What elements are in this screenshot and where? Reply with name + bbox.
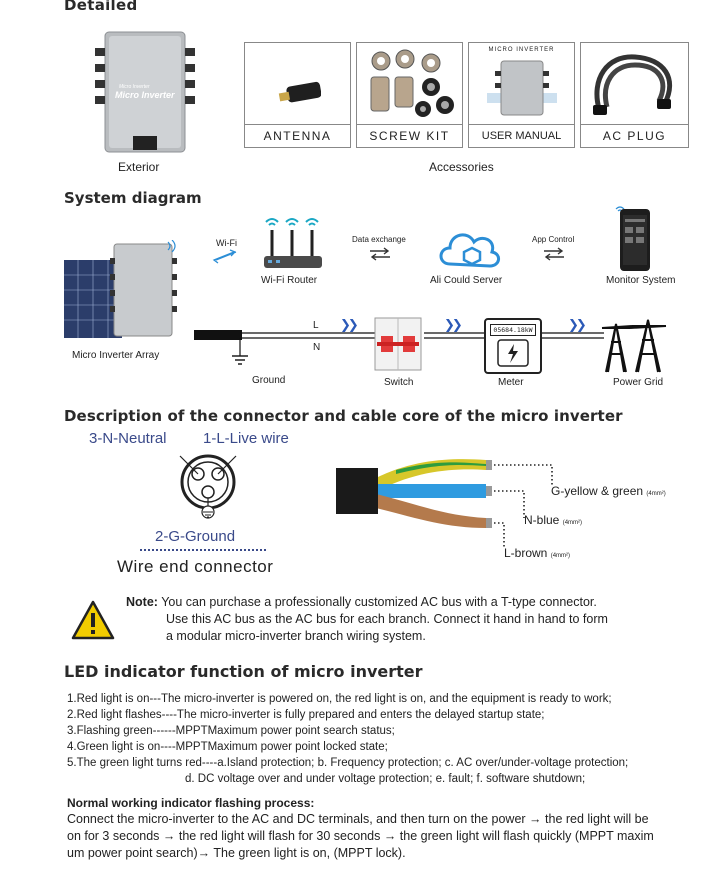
cloud-server-icon bbox=[439, 233, 500, 268]
normal-process-title: Normal working indicator flashing proces… bbox=[67, 796, 315, 810]
led-item: 1.Red light is on---The micro-inverter i… bbox=[67, 693, 612, 705]
monitor-label: Monitor System bbox=[606, 275, 676, 286]
switch-label: Switch bbox=[384, 377, 414, 388]
wifi-label: Wi-Fi bbox=[216, 238, 237, 248]
note-label: Note: bbox=[126, 595, 158, 609]
exterior-label: Exterior bbox=[118, 160, 160, 174]
wire-end-connector-icon bbox=[179, 454, 237, 519]
led-item-continuation: d. DC voltage over and under voltage pro… bbox=[185, 773, 586, 785]
normal-process-line: Connect the micro-inverter to the AC and… bbox=[67, 812, 649, 826]
accessory-label: AC PLUG bbox=[581, 124, 688, 147]
section-title-detailed: Detailed bbox=[64, 0, 138, 14]
dotted-divider bbox=[140, 549, 266, 551]
micro-inverter-array-image bbox=[64, 239, 184, 340]
inverter-exterior-image: Micro Inverter Micro Inverter bbox=[93, 28, 199, 156]
ac-plug-cable-icon bbox=[593, 54, 673, 115]
warning-icon bbox=[71, 600, 115, 640]
line-n-label: N bbox=[313, 342, 321, 353]
power-grid-tower-icon bbox=[601, 319, 667, 373]
power-line-wiring bbox=[194, 330, 604, 365]
accessory-label: SCREW KIT bbox=[357, 124, 462, 147]
accessory-label: ANTENNA bbox=[245, 124, 350, 147]
normal-process-line: on for 3 seconds → the red light will fl… bbox=[67, 829, 654, 843]
accessory-screw-kit: SCREW KIT bbox=[356, 42, 463, 148]
led-item: 2.Red light flashes----The micro-inverte… bbox=[67, 709, 545, 721]
neutral-pin-label: 3-N-Neutral bbox=[89, 430, 167, 447]
screw-kit-icon bbox=[370, 49, 454, 117]
line-l-label: L bbox=[313, 320, 319, 331]
wire-end-connector-label: Wire end connector bbox=[117, 557, 274, 576]
manual-cover-icon bbox=[487, 60, 557, 116]
section-title-led: LED indicator function of micro inverter bbox=[64, 662, 423, 681]
note-line-3: a modular micro-inverter branch wiring s… bbox=[166, 629, 426, 643]
accessory-antenna: ANTENNA bbox=[244, 42, 351, 148]
normal-process-line: um power point search)→ The green light … bbox=[67, 846, 406, 860]
wifi-router-label: Wi-Fi Router bbox=[261, 275, 318, 286]
app-control-label: App Control bbox=[532, 235, 575, 244]
led-item: 3.Flashing green------MPPTMaximum power … bbox=[67, 725, 395, 737]
accessory-user-manual: MICRO INVERTER USER MANUAL bbox=[468, 42, 575, 148]
accessories-label: Accessories bbox=[429, 160, 494, 174]
data-exchange-label: Data exchange bbox=[352, 235, 406, 244]
data-exchange-arrows-icon bbox=[370, 247, 390, 261]
app-control-arrows-icon bbox=[544, 247, 564, 261]
led-item: 5.The green light turns red----a.Island … bbox=[67, 757, 629, 769]
note-line-2: Use this AC bus as the AC bus for each b… bbox=[166, 612, 608, 626]
note-line-1: You can purchase a professionally custom… bbox=[161, 595, 597, 609]
l-wire-label: L-brown (4mm²) bbox=[504, 546, 571, 560]
flow-arrow-icon: ❯❯ bbox=[444, 317, 463, 332]
section-title-system-diagram: System diagram bbox=[64, 189, 202, 207]
inverter-brand-small: Micro Inverter bbox=[119, 84, 150, 90]
ac-cable-core-icon bbox=[336, 459, 553, 548]
live-pin-label: 1-L-Live wire bbox=[203, 430, 289, 447]
accessory-label: USER MANUAL bbox=[469, 124, 574, 147]
flow-arrow-icon: ❯❯ bbox=[568, 317, 587, 332]
n-wire-label: N-blue (4mm²) bbox=[524, 513, 583, 527]
breaker-switch-icon bbox=[374, 317, 422, 371]
inverter-brand-big: Micro Inverter bbox=[115, 90, 175, 100]
antenna-icon bbox=[278, 81, 321, 103]
meter-label: Meter bbox=[498, 377, 524, 388]
accessory-ac-plug: AC PLUG bbox=[580, 42, 689, 148]
meter-icon: 05684.18kW bbox=[484, 318, 542, 374]
g-wire-label: G-yellow & green (4mm²) bbox=[551, 484, 666, 498]
led-item: 4.Green light is on----MPPTMaximum power… bbox=[67, 741, 388, 753]
power-grid-label: Power Grid bbox=[613, 377, 664, 388]
manual-header: MICRO INVERTER bbox=[488, 47, 555, 53]
array-label: Micro Inverter Array bbox=[72, 350, 160, 361]
led-list: 1.Red light is on---The micro-inverter i… bbox=[67, 691, 717, 787]
lightning-icon bbox=[497, 339, 529, 367]
note-block: Note: You can purchase a professionally … bbox=[126, 594, 608, 645]
flow-arrow-icon: ❯❯ bbox=[340, 317, 359, 332]
wifi-router-icon bbox=[264, 218, 322, 268]
ground-label: Ground bbox=[252, 375, 286, 386]
normal-process-text: Connect the micro-inverter to the AC and… bbox=[67, 811, 721, 862]
phone-monitor-icon bbox=[615, 206, 650, 271]
wifi-exchange-arrows-icon bbox=[212, 249, 237, 264]
cloud-server-label: Ali Could Server bbox=[430, 275, 503, 286]
ground-pin-label: 2-G-Ground bbox=[155, 528, 236, 545]
section-title-connector: Description of the connector and cable c… bbox=[64, 407, 623, 425]
meter-reading: 05684.18kW bbox=[490, 324, 536, 336]
